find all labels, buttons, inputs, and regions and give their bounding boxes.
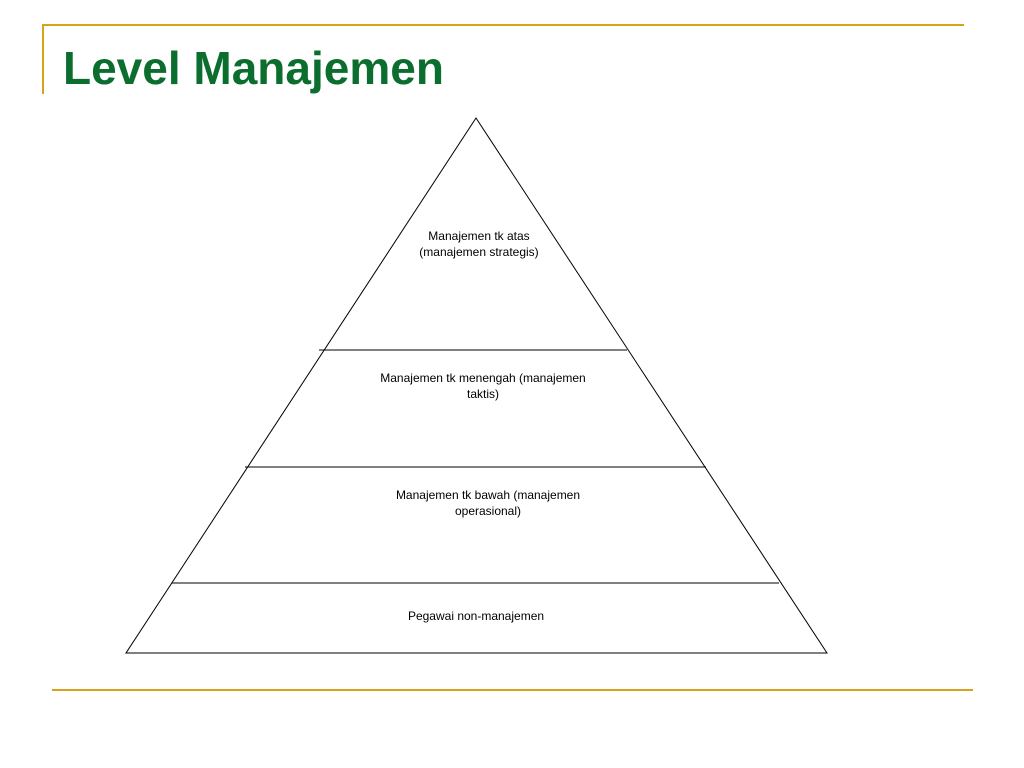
level-label-top-management: Manajemen tk atas(manajemen strategis) [419,229,539,259]
slide-title: Level Manajemen [63,42,444,94]
pyramid-outline [125,117,828,654]
accent-line-left [42,24,44,94]
level-label-non-management: Pegawai non-manajemen [407,609,545,623]
accent-line-bottom [52,689,973,691]
accent-line-top [42,24,964,26]
